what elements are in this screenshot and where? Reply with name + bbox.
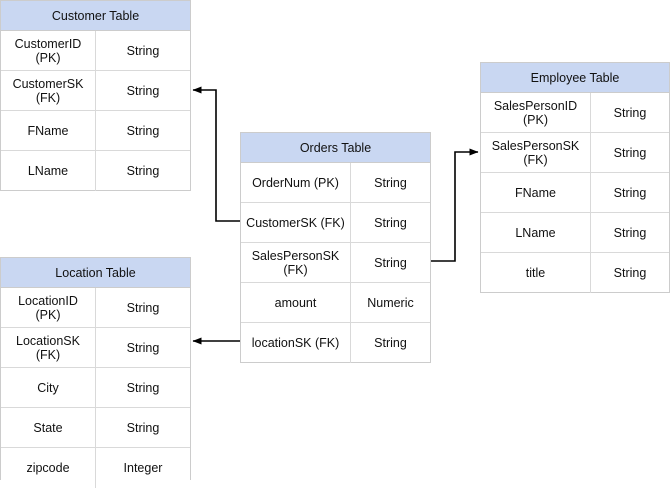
table-row[interactable]: FName String (1, 111, 190, 151)
column-type: String (613, 105, 647, 120)
column-name: LName (481, 213, 591, 252)
column-type: Numeric (367, 295, 414, 310)
column-type: String (126, 43, 160, 58)
table-employee[interactable]: Employee Table SalesPersonID (PK) String… (480, 62, 670, 293)
column-type: String (126, 380, 160, 395)
table-row[interactable]: CustomerSK (FK) String (1, 71, 190, 111)
column-name: FName (1, 111, 96, 150)
column-type: String (126, 123, 160, 138)
column-name: title (481, 253, 591, 293)
column-name: LocationID (PK) (1, 288, 96, 327)
table-row[interactable]: zipcode Integer (1, 448, 190, 488)
table-row[interactable]: SalesPersonID (PK) String (481, 93, 669, 133)
table-row[interactable]: amount Numeric (241, 283, 430, 323)
table-orders-header: Orders Table (241, 133, 430, 163)
column-name: locationSK (FK) (241, 323, 351, 363)
column-name: SalesPersonID (PK) (481, 93, 591, 132)
column-type: String (613, 145, 647, 160)
table-row[interactable]: locationSK (FK) String (241, 323, 430, 363)
column-type: String (613, 185, 647, 200)
column-name: LName (1, 151, 96, 191)
table-row[interactable]: CustomerID (PK) String (1, 31, 190, 71)
column-name: SalesPersonSK (FK) (481, 133, 591, 172)
column-name: CustomerSK (FK) (1, 71, 96, 110)
column-type: String (126, 420, 160, 435)
table-row[interactable]: LName String (481, 213, 669, 253)
column-name: State (1, 408, 96, 447)
connector-orders-to-customer (192, 86, 240, 222)
column-type: String (126, 340, 160, 355)
table-location[interactable]: Location Table LocationID (PK) String Lo… (0, 257, 191, 488)
table-row[interactable]: State String (1, 408, 190, 448)
column-name: LocationSK (FK) (1, 328, 96, 367)
column-type: String (613, 266, 647, 280)
column-type: String (126, 164, 160, 178)
table-orders[interactable]: Orders Table OrderNum (PK) String Custom… (240, 132, 431, 363)
table-row[interactable]: LocationSK (FK) String (1, 328, 190, 368)
table-row[interactable]: title String (481, 253, 669, 293)
table-customer[interactable]: Customer Table CustomerID (PK) String Cu… (0, 0, 191, 191)
column-name: OrderNum (PK) (241, 163, 351, 202)
column-type: String (613, 225, 647, 240)
table-employee-header: Employee Table (481, 63, 669, 93)
column-name: CustomerID (PK) (1, 31, 96, 70)
column-type: Integer (123, 461, 163, 475)
table-row[interactable]: SalesPersonSK (FK) String (481, 133, 669, 173)
column-name: CustomerSK (FK) (241, 203, 351, 242)
column-name: FName (481, 173, 591, 212)
column-type: String (374, 255, 407, 270)
table-row[interactable]: SalesPersonSK (FK) String (241, 243, 430, 283)
column-type: String (126, 300, 160, 315)
column-name: zipcode (1, 448, 96, 488)
column-type: String (374, 336, 407, 350)
table-row[interactable]: OrderNum (PK) String (241, 163, 430, 203)
column-type: String (374, 215, 407, 230)
table-row[interactable]: CustomerSK (FK) String (241, 203, 430, 243)
table-row[interactable]: City String (1, 368, 190, 408)
table-location-header: Location Table (1, 258, 190, 288)
column-type: String (126, 83, 160, 98)
table-row[interactable]: LName String (1, 151, 190, 191)
column-type: String (374, 175, 407, 190)
column-name: amount (241, 283, 351, 322)
connector-orders-to-employee (431, 148, 479, 262)
column-name: SalesPersonSK (FK) (241, 243, 351, 282)
table-row[interactable]: LocationID (PK) String (1, 288, 190, 328)
column-name: City (1, 368, 96, 407)
table-customer-header: Customer Table (1, 1, 190, 31)
table-row[interactable]: FName String (481, 173, 669, 213)
